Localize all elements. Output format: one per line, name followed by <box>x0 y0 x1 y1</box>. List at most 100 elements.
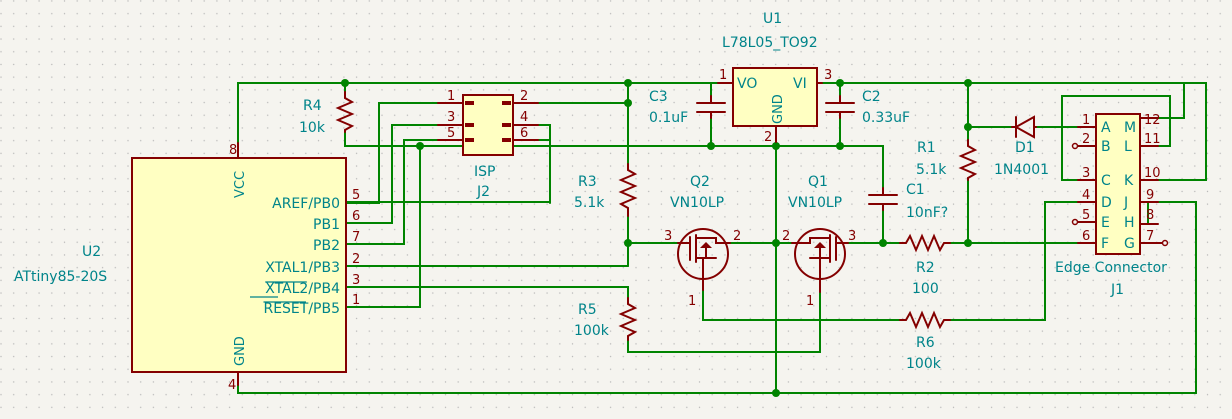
u1-pin-number: 2 <box>764 130 772 145</box>
q1-value: VN10LP <box>788 195 842 211</box>
c1-ref: C1 <box>906 182 925 198</box>
r2-ref: R2 <box>916 260 935 276</box>
r3-value: 5.1k <box>574 195 605 211</box>
q1-pin-number: 2 <box>782 229 790 244</box>
u2-pin-name: PB2 <box>313 238 340 254</box>
u1-gnd-label: GND <box>771 94 786 124</box>
j2-pin-number: 2 <box>520 89 528 104</box>
u2-gnd-pin-number: 4 <box>228 378 236 393</box>
j1-pin-letter: L <box>1124 139 1132 155</box>
u2-pin-row: XTAL1/PB3 2 <box>265 252 360 276</box>
r2-value: 100 <box>912 281 939 297</box>
r3-resistor[interactable]: R3 5.1k <box>574 163 638 217</box>
j1-edge-connector[interactable]: 1 2 3 4 5 6 A B C D E F M L K J H G 12 1… <box>1055 113 1169 298</box>
u2-pin-name: XTAL1/PB3 <box>265 260 340 276</box>
u1-pin-number: 1 <box>719 68 727 83</box>
u2-pin-number: 7 <box>352 230 360 245</box>
c3-capacitor[interactable]: C3 0.1uF <box>649 89 726 126</box>
u1-vi-label: VI <box>793 76 807 92</box>
nc-marker <box>1071 142 1079 150</box>
j1-pin-letter: E <box>1101 215 1110 231</box>
q2-pin-number: 1 <box>688 294 696 309</box>
j1-pin-number: 2 <box>1082 132 1090 147</box>
c2-ref: C2 <box>862 89 881 105</box>
u2-gnd-label: GND <box>233 336 248 366</box>
u2-pin-number: 6 <box>352 209 360 224</box>
u2-pin-number: 3 <box>352 273 360 288</box>
q2-mosfet[interactable]: 3 2 1 Q2 VN10LP <box>664 174 741 309</box>
j2-isp-header[interactable]: 1 3 5 2 4 6 ISP J2 <box>437 89 539 200</box>
u1-pin-number: 3 <box>824 68 832 83</box>
r4-value: 10k <box>299 120 326 136</box>
c2-capacitor[interactable]: C2 0.33uF <box>825 89 910 126</box>
j1-pin-letter: B <box>1101 139 1111 155</box>
j1-pin-number: 5 <box>1082 208 1090 223</box>
j1-pin-number: 10 <box>1144 166 1161 181</box>
c1-capacitor[interactable]: C1 10nF? <box>868 182 948 221</box>
q2-pin-number: 3 <box>664 229 672 244</box>
j1-pin-number: 7 <box>1146 229 1154 244</box>
u2-pin-row: XTAL2/PB4 3 <box>265 273 360 297</box>
junctions <box>341 79 972 397</box>
q2-pin-number: 2 <box>733 229 741 244</box>
q1-ref: Q1 <box>808 174 828 190</box>
u1-value: L78L05_TO92 <box>722 35 818 51</box>
j1-pin-letter: G <box>1124 236 1135 252</box>
u2-pin-number: 5 <box>352 188 360 203</box>
j2-pin-number: 5 <box>447 126 455 141</box>
c1-value: 10nF? <box>906 205 948 221</box>
u2-vcc-label: VCC <box>233 171 248 198</box>
j2-pin-number: 6 <box>520 126 528 141</box>
u2-vcc-pin-number: 8 <box>229 143 237 158</box>
r6-resistor[interactable]: R6 100k <box>899 310 951 372</box>
nc-marker <box>1161 239 1169 247</box>
u2-pin-row: PB1 6 <box>313 209 360 233</box>
u2-attiny85[interactable]: VCC 8 GND 4 U2 ATtiny85-20S AREF/PB0 5 P… <box>14 142 360 393</box>
j2-value: ISP <box>474 164 495 180</box>
r1-ref: R1 <box>917 140 936 156</box>
j1-pin-letter: A <box>1101 120 1111 136</box>
r6-ref: R6 <box>916 335 935 351</box>
j1-pin-number: 1 <box>1082 113 1090 128</box>
q2-ref: Q2 <box>690 174 710 190</box>
r4-ref: R4 <box>303 98 322 114</box>
r5-resistor[interactable]: R5 100k <box>574 297 638 341</box>
u2-pin-row: AREF/PB0 5 <box>272 188 360 212</box>
j2-pin-number: 4 <box>520 110 528 125</box>
j1-pin-letter: K <box>1124 173 1134 189</box>
u2-pin-name: RESET/PB5 <box>263 301 340 317</box>
j1-pin-number: 11 <box>1144 132 1161 147</box>
c3-value: 0.1uF <box>649 110 688 126</box>
q2-value: VN10LP <box>670 195 724 211</box>
c3-ref: C3 <box>649 89 668 105</box>
d1-diode[interactable]: D1 1N4001 <box>994 115 1049 178</box>
j2-ref: J2 <box>476 184 490 200</box>
u1-regulator[interactable]: VO VI GND 1 3 2 U1 L78L05_TO92 <box>717 11 832 145</box>
j1-pin-number: 9 <box>1146 188 1154 203</box>
c2-value: 0.33uF <box>862 110 910 126</box>
r4-resistor[interactable]: R4 10k <box>299 91 355 136</box>
r1-value: 5.1k <box>916 162 947 178</box>
j1-pin-number: 3 <box>1082 166 1090 181</box>
wires <box>237 82 1207 394</box>
j1-pin-letter: D <box>1101 195 1112 211</box>
r5-value: 100k <box>574 323 610 339</box>
j1-pin-number: 8 <box>1146 208 1154 223</box>
u2-value: ATtiny85-20S <box>14 269 107 285</box>
j2-pin-number: 3 <box>447 110 455 125</box>
u2-pin-name: AREF/PB0 <box>272 196 340 212</box>
u2-ref: U2 <box>82 244 101 260</box>
j1-value: Edge Connector <box>1055 260 1167 276</box>
q1-mosfet[interactable]: 2 3 1 Q1 VN10LP <box>782 174 856 309</box>
r5-ref: R5 <box>578 302 597 318</box>
r6-value: 100k <box>906 356 942 372</box>
j1-pin-number: 6 <box>1082 229 1090 244</box>
q1-pin-number: 1 <box>806 294 814 309</box>
j1-ref: J1 <box>1110 282 1124 298</box>
u2-pin-row: PB2 7 <box>313 230 360 254</box>
r2-resistor[interactable]: R2 100 <box>899 233 951 297</box>
r1-resistor[interactable]: R1 5.1k <box>916 139 978 181</box>
q1-pin-number: 3 <box>848 229 856 244</box>
j1-pin-letter: H <box>1124 215 1135 231</box>
